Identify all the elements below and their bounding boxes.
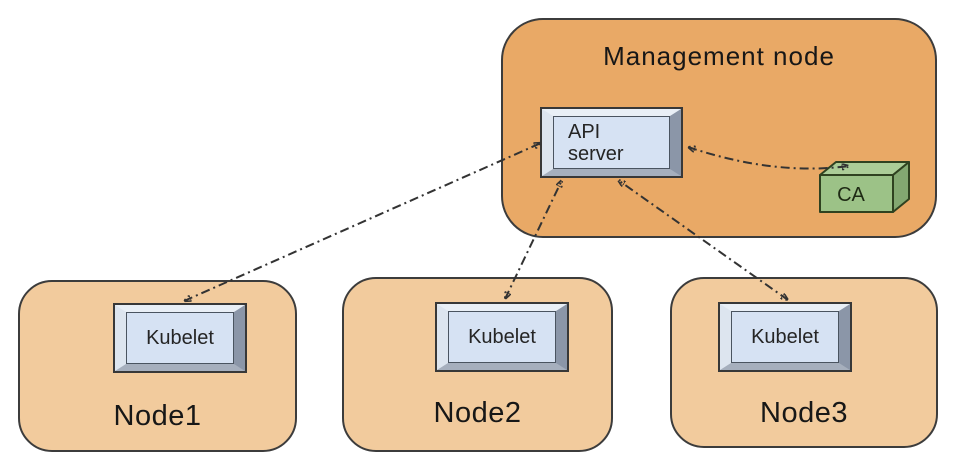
kubelet-bevel: Kubelet [115,305,245,371]
node1-label: Node1 [113,400,202,432]
kubelet-face: Kubelet [126,312,234,364]
ca-label: CA [837,184,865,206]
ca-box: CA [819,161,910,213]
kubelet-label: Kubelet [146,327,214,349]
worker-node-1: Kubelet Node1 [18,280,297,452]
kubelet-label: Kubelet [468,326,536,348]
api-server-bevel: API server [542,109,681,176]
api-server-label: API server [568,120,624,165]
kubelet-box-node1: Kubelet [113,303,247,373]
kubelet-label: Kubelet [751,326,819,348]
api-server-box: API server [540,107,683,178]
kubelet-bevel: Kubelet [437,304,567,370]
kubelet-bevel: Kubelet [720,304,850,370]
ca-front-face [819,174,894,213]
management-node-title: Management node [603,41,835,71]
node3-label: Node3 [760,397,848,429]
api-server-face: API server [553,116,670,169]
node2-label: Node2 [433,397,522,429]
worker-node-3: Kubelet Node3 [670,277,938,448]
kubelet-face: Kubelet [731,311,839,363]
kubelet-box-node2: Kubelet [435,302,569,372]
management-node: Management node API server CA [501,18,937,238]
kubelet-box-node3: Kubelet [718,302,852,372]
kubelet-face: Kubelet [448,311,556,363]
worker-node-2: Kubelet Node2 [342,277,613,452]
